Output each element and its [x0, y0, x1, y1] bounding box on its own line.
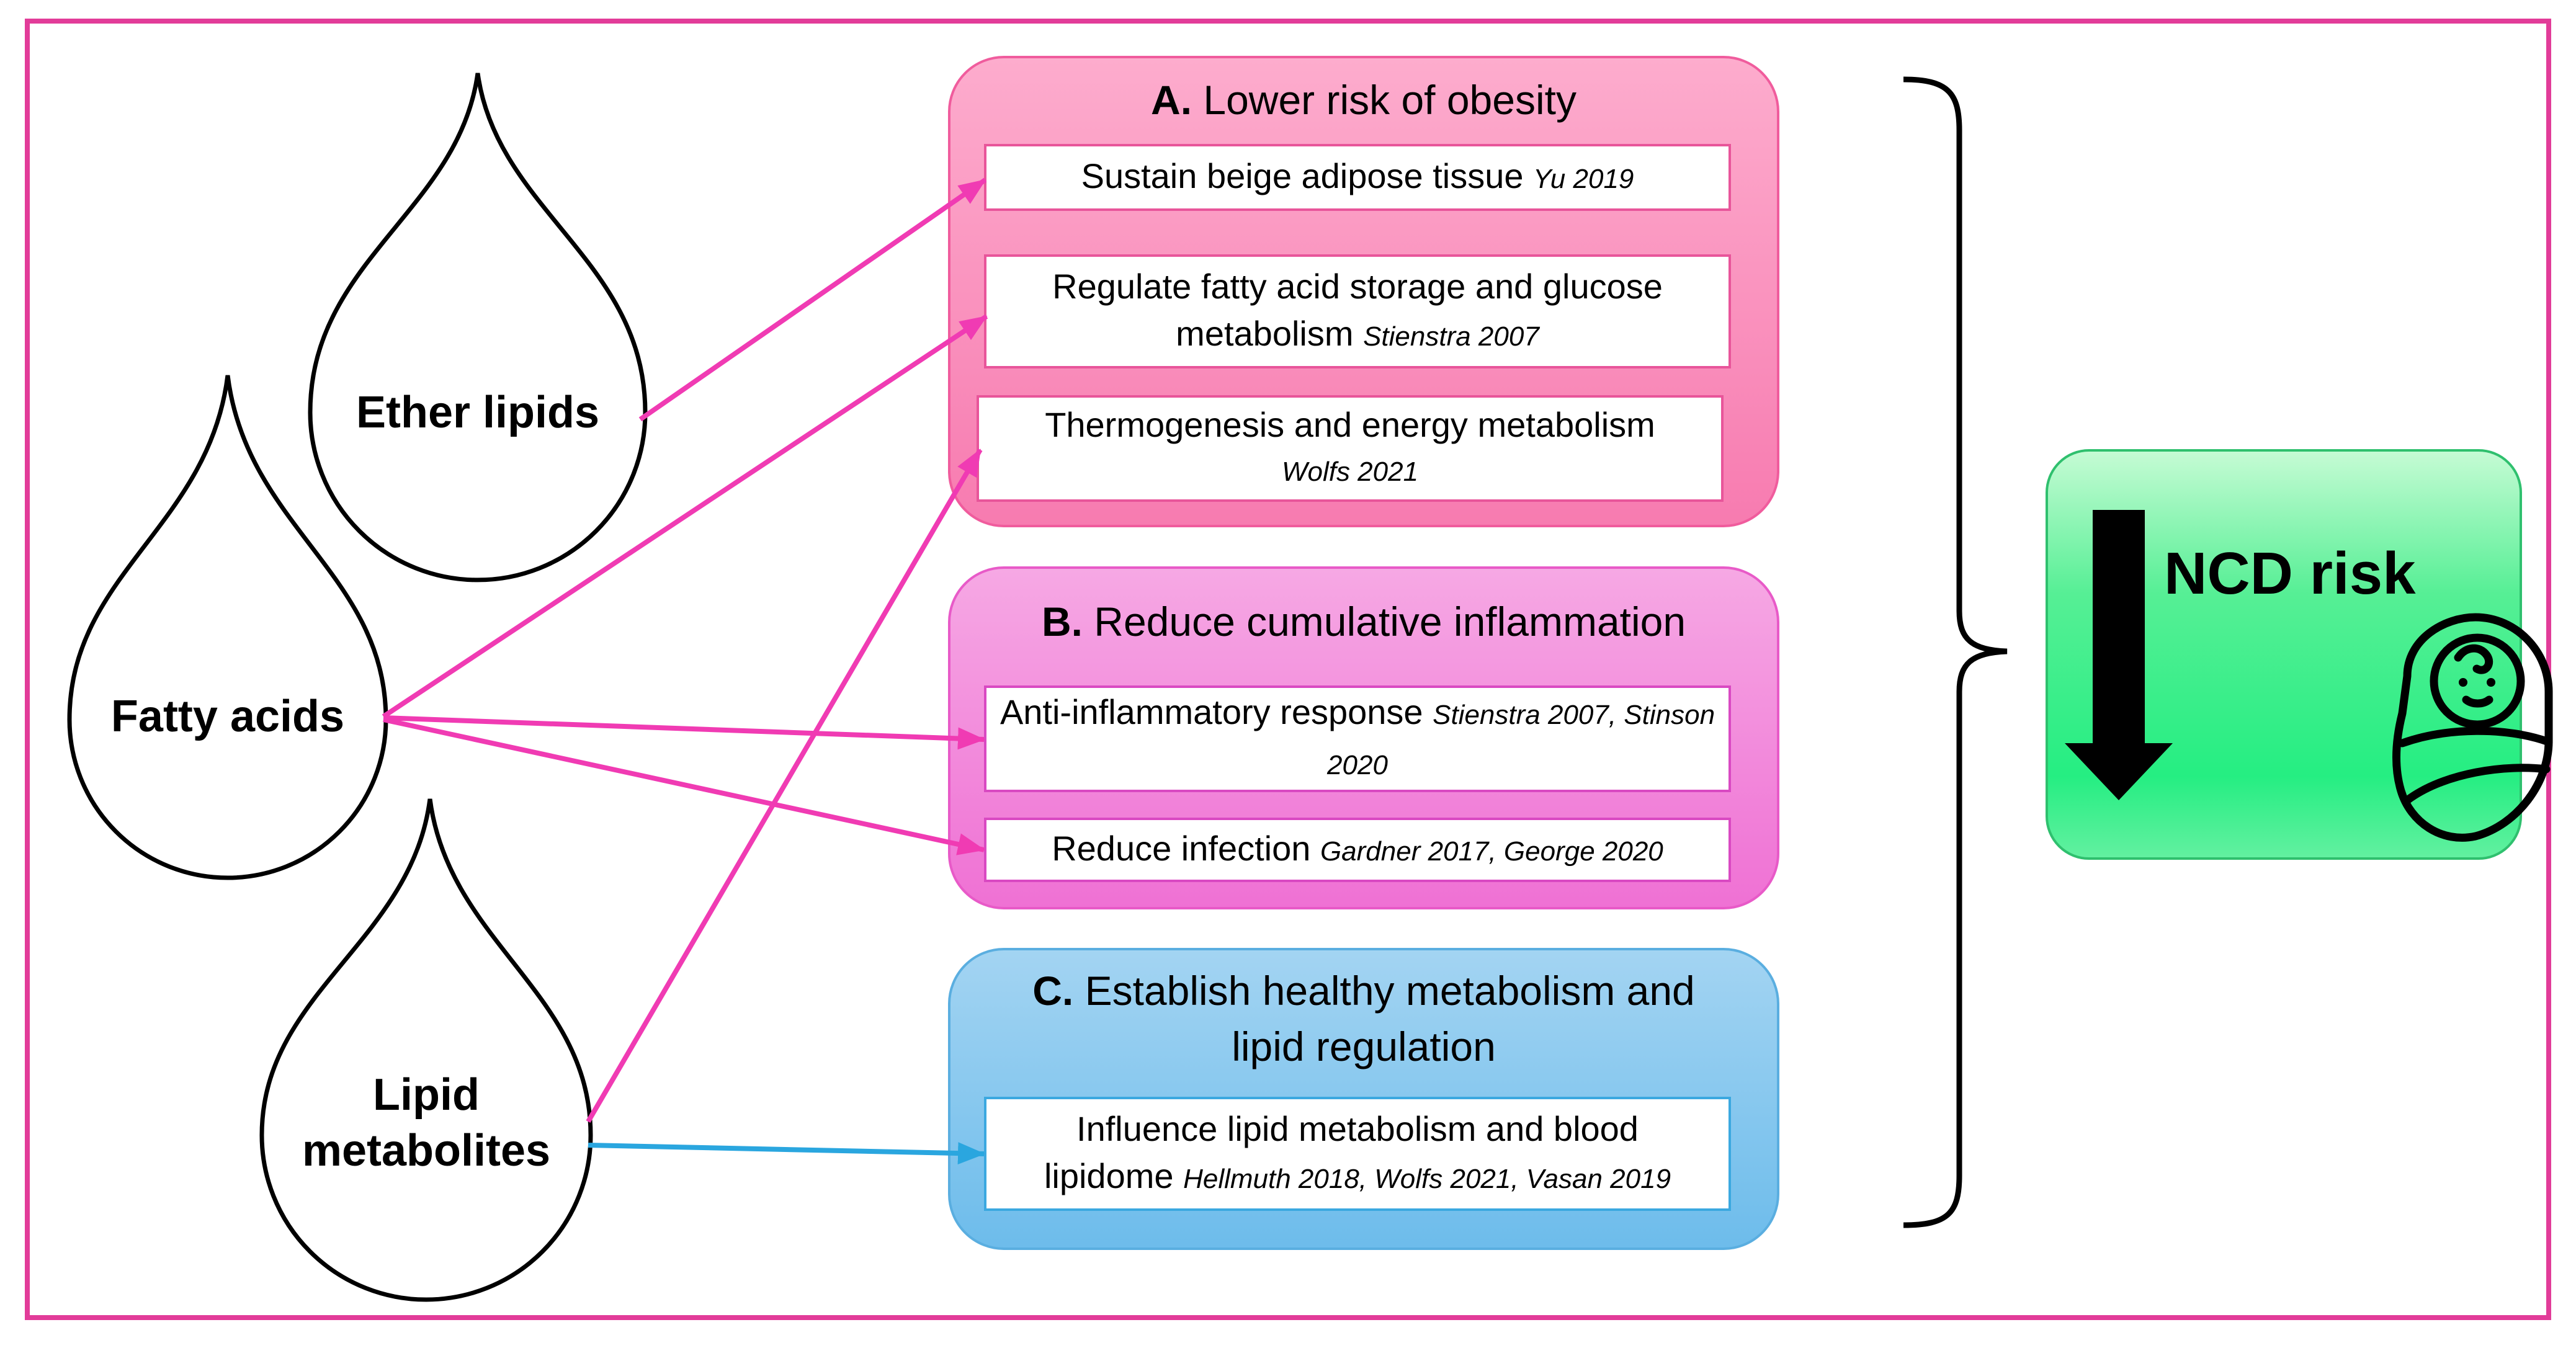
down-arrow-icon — [2065, 510, 2173, 800]
curly-brace — [1903, 76, 2008, 1228]
box-citation: Hellmuth 2018, Wolfs 2021, Vasan 2019 — [1183, 1163, 1671, 1194]
panel-obesity-title-text: Lower risk of obesity — [1203, 77, 1576, 123]
arrow-fatty-to-anti-inflammatory — [383, 715, 985, 750]
panel-metabolism-title-line2: lipid regulation — [1232, 1024, 1496, 1069]
arrow-fatty-to-infection — [383, 717, 985, 855]
ncd-risk-label: NCD risk — [2164, 540, 2416, 607]
arrow-fatty-to-storage — [382, 314, 988, 719]
box-text: Sustain beige adipose tissue — [1081, 156, 1524, 195]
box-citation: Stienstra 2007 — [1363, 321, 1539, 352]
label-lipid-metabolites: Lipid metabolites — [274, 1067, 578, 1179]
swaddled-baby-icon — [2392, 613, 2553, 842]
box-citation: Stienstra 2007, Stinson 2020 — [1327, 700, 1715, 780]
box-text: Reduce infection — [1052, 828, 1311, 868]
panel-obesity-title: A. Lower risk of obesity — [950, 72, 1777, 128]
box-citation: Gardner 2017, George 2020 — [1320, 836, 1663, 867]
arrow-lipid-to-metabolism — [588, 1142, 985, 1165]
box-fatty-acid-storage: Regulate fatty acid storage and glucose … — [984, 254, 1731, 368]
box-text: Thermogenesis and energy metabolism — [1045, 405, 1655, 444]
box-citation: Wolfs 2021 — [1281, 457, 1419, 487]
box-anti-inflammatory: Anti-inflammatory response Stienstra 200… — [984, 685, 1731, 792]
box-text: Anti-inflammatory response — [1000, 692, 1423, 731]
panel-obesity-letter: A. — [1151, 77, 1192, 123]
panel-inflammation-title: B. Reduce cumulative inflammation — [950, 594, 1777, 649]
label-ether-lipids: Ether lipids — [356, 388, 600, 437]
box-text: Regulate fatty acid storage and glucose … — [1052, 266, 1663, 353]
box-lipid-metabolism: Influence lipid metabolism and blood lip… — [984, 1097, 1731, 1211]
drop-lipid-metabolites — [259, 798, 593, 1302]
drop-ether-lipids — [308, 73, 648, 582]
box-citation: Yu 2019 — [1533, 163, 1634, 194]
panel-metabolism-title: C. Establish healthy metabolism and — [950, 963, 1777, 1019]
label-lipid-line2: metabolites — [302, 1126, 551, 1176]
box-reduce-infection: Reduce infection Gardner 2017, George 20… — [984, 818, 1731, 882]
box-beige-adipose: Sustain beige adipose tissue Yu 2019 — [984, 144, 1731, 211]
label-lipid-line1: Lipid — [373, 1070, 480, 1120]
drop-fatty-acids — [67, 375, 388, 880]
box-thermogenesis: Thermogenesis and energy metabolism Wolf… — [977, 395, 1724, 502]
panel-inflammation-title-text: Reduce cumulative inflammation — [1094, 599, 1686, 645]
panel-inflammation-letter: B. — [1041, 599, 1083, 645]
arrow-lipid-to-thermogenesis — [586, 448, 983, 1123]
panel-metabolism-letter: C. — [1032, 968, 1074, 1014]
box-text: Influence lipid metabolism and blood lip… — [1044, 1109, 1639, 1195]
panel-metabolism-title-line1: Establish healthy metabolism and — [1085, 968, 1695, 1014]
label-fatty-acids: Fatty acids — [110, 692, 345, 741]
arrow-ether-to-beige — [638, 177, 987, 422]
